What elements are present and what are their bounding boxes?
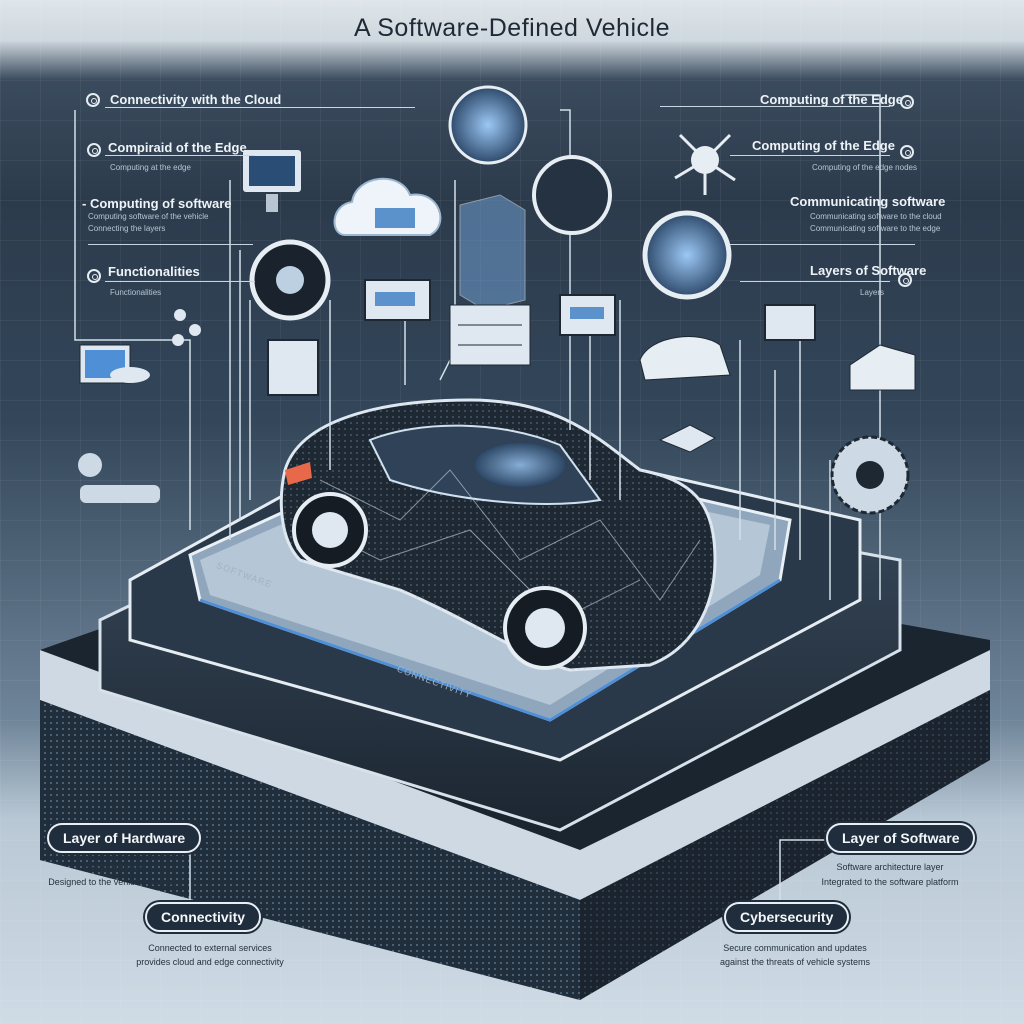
right-label-heading: Layers of Software xyxy=(810,263,927,278)
molecule-icon xyxy=(172,309,201,346)
right-label-sub: Computing of the edge nodes xyxy=(812,163,917,172)
page-title: A Software-Defined Vehicle xyxy=(354,14,670,42)
label-marker-icon xyxy=(86,93,100,107)
badge-description: Hardware layer xyxy=(84,862,146,872)
left-label-sub: Computing software of the vehicle xyxy=(88,212,209,221)
right-label-sub: Communicating software to the edge xyxy=(810,224,941,233)
right-label-sub: Layers xyxy=(860,288,885,297)
connector-lines xyxy=(74,94,881,900)
label-marker-icon xyxy=(900,145,914,159)
left-label-sub: Computing at the edge xyxy=(110,163,191,172)
label-marker-icon xyxy=(87,143,101,157)
router-icon xyxy=(559,294,616,336)
data-cube-icon xyxy=(449,194,531,366)
badge-description: Secure communication and updates xyxy=(723,943,867,953)
badge-description: Designed to the vehicle hardware xyxy=(48,877,182,887)
gears-icon xyxy=(78,453,160,503)
software-layer-badge: Layer of Software xyxy=(826,823,976,853)
hub-network-icon xyxy=(674,133,736,195)
cloud-icon xyxy=(333,177,442,236)
divider xyxy=(105,107,415,108)
divider xyxy=(740,281,890,282)
sensor-dial-icon xyxy=(642,210,732,300)
camera-box-icon xyxy=(764,304,816,341)
left-label-heading: Compiraid of the Edge xyxy=(108,140,247,155)
badge-description: Software architecture layer xyxy=(836,862,944,872)
chip-globe-icon xyxy=(448,85,528,165)
left-label-heading: - Computing of software xyxy=(82,196,232,211)
divider xyxy=(105,155,255,156)
right-label-heading: Computing of the Edge xyxy=(752,138,895,153)
badge-description: Connected to external services xyxy=(148,943,272,953)
right-label-sub: Communicating software to the cloud xyxy=(810,212,942,221)
left-label-sub: Functionalities xyxy=(110,288,162,297)
divider xyxy=(730,155,890,156)
battery-module-icon xyxy=(267,339,319,396)
play-lens-icon xyxy=(532,155,612,235)
left-label-heading: Functionalities xyxy=(108,264,200,279)
label-marker-icon xyxy=(898,273,912,287)
car-small-icon xyxy=(639,336,731,381)
right-label-heading: Computing of the Edge xyxy=(760,92,903,107)
label-marker-icon xyxy=(900,95,914,109)
badge-description: Integrated to the software platform xyxy=(821,877,959,887)
laptop-car-icon xyxy=(79,344,150,384)
car xyxy=(279,398,717,672)
badge-description: provides cloud and edge connectivity xyxy=(136,957,284,967)
chip-icon xyxy=(658,424,717,453)
left-label-sub: Connecting the layers xyxy=(88,224,166,233)
divider xyxy=(88,244,253,245)
left-label-heading: Connectivity with the Cloud xyxy=(110,92,282,107)
label-marker-icon xyxy=(87,269,101,283)
divider xyxy=(660,106,890,107)
divider xyxy=(105,281,255,282)
monitor-icon xyxy=(243,150,301,212)
badge-description: against the threats of vehicle systems xyxy=(719,957,871,967)
van-icon xyxy=(849,344,916,391)
gear-wheel-icon xyxy=(830,435,910,515)
connectivity-badge: Connectivity xyxy=(145,902,262,932)
cybersecurity-badge: Cybersecurity xyxy=(724,902,850,932)
hardware-layer-badge: Layer of Hardware xyxy=(47,823,202,853)
divider xyxy=(730,244,915,245)
server-box-icon xyxy=(364,279,431,321)
right-label-heading: Communicating software xyxy=(790,194,946,209)
